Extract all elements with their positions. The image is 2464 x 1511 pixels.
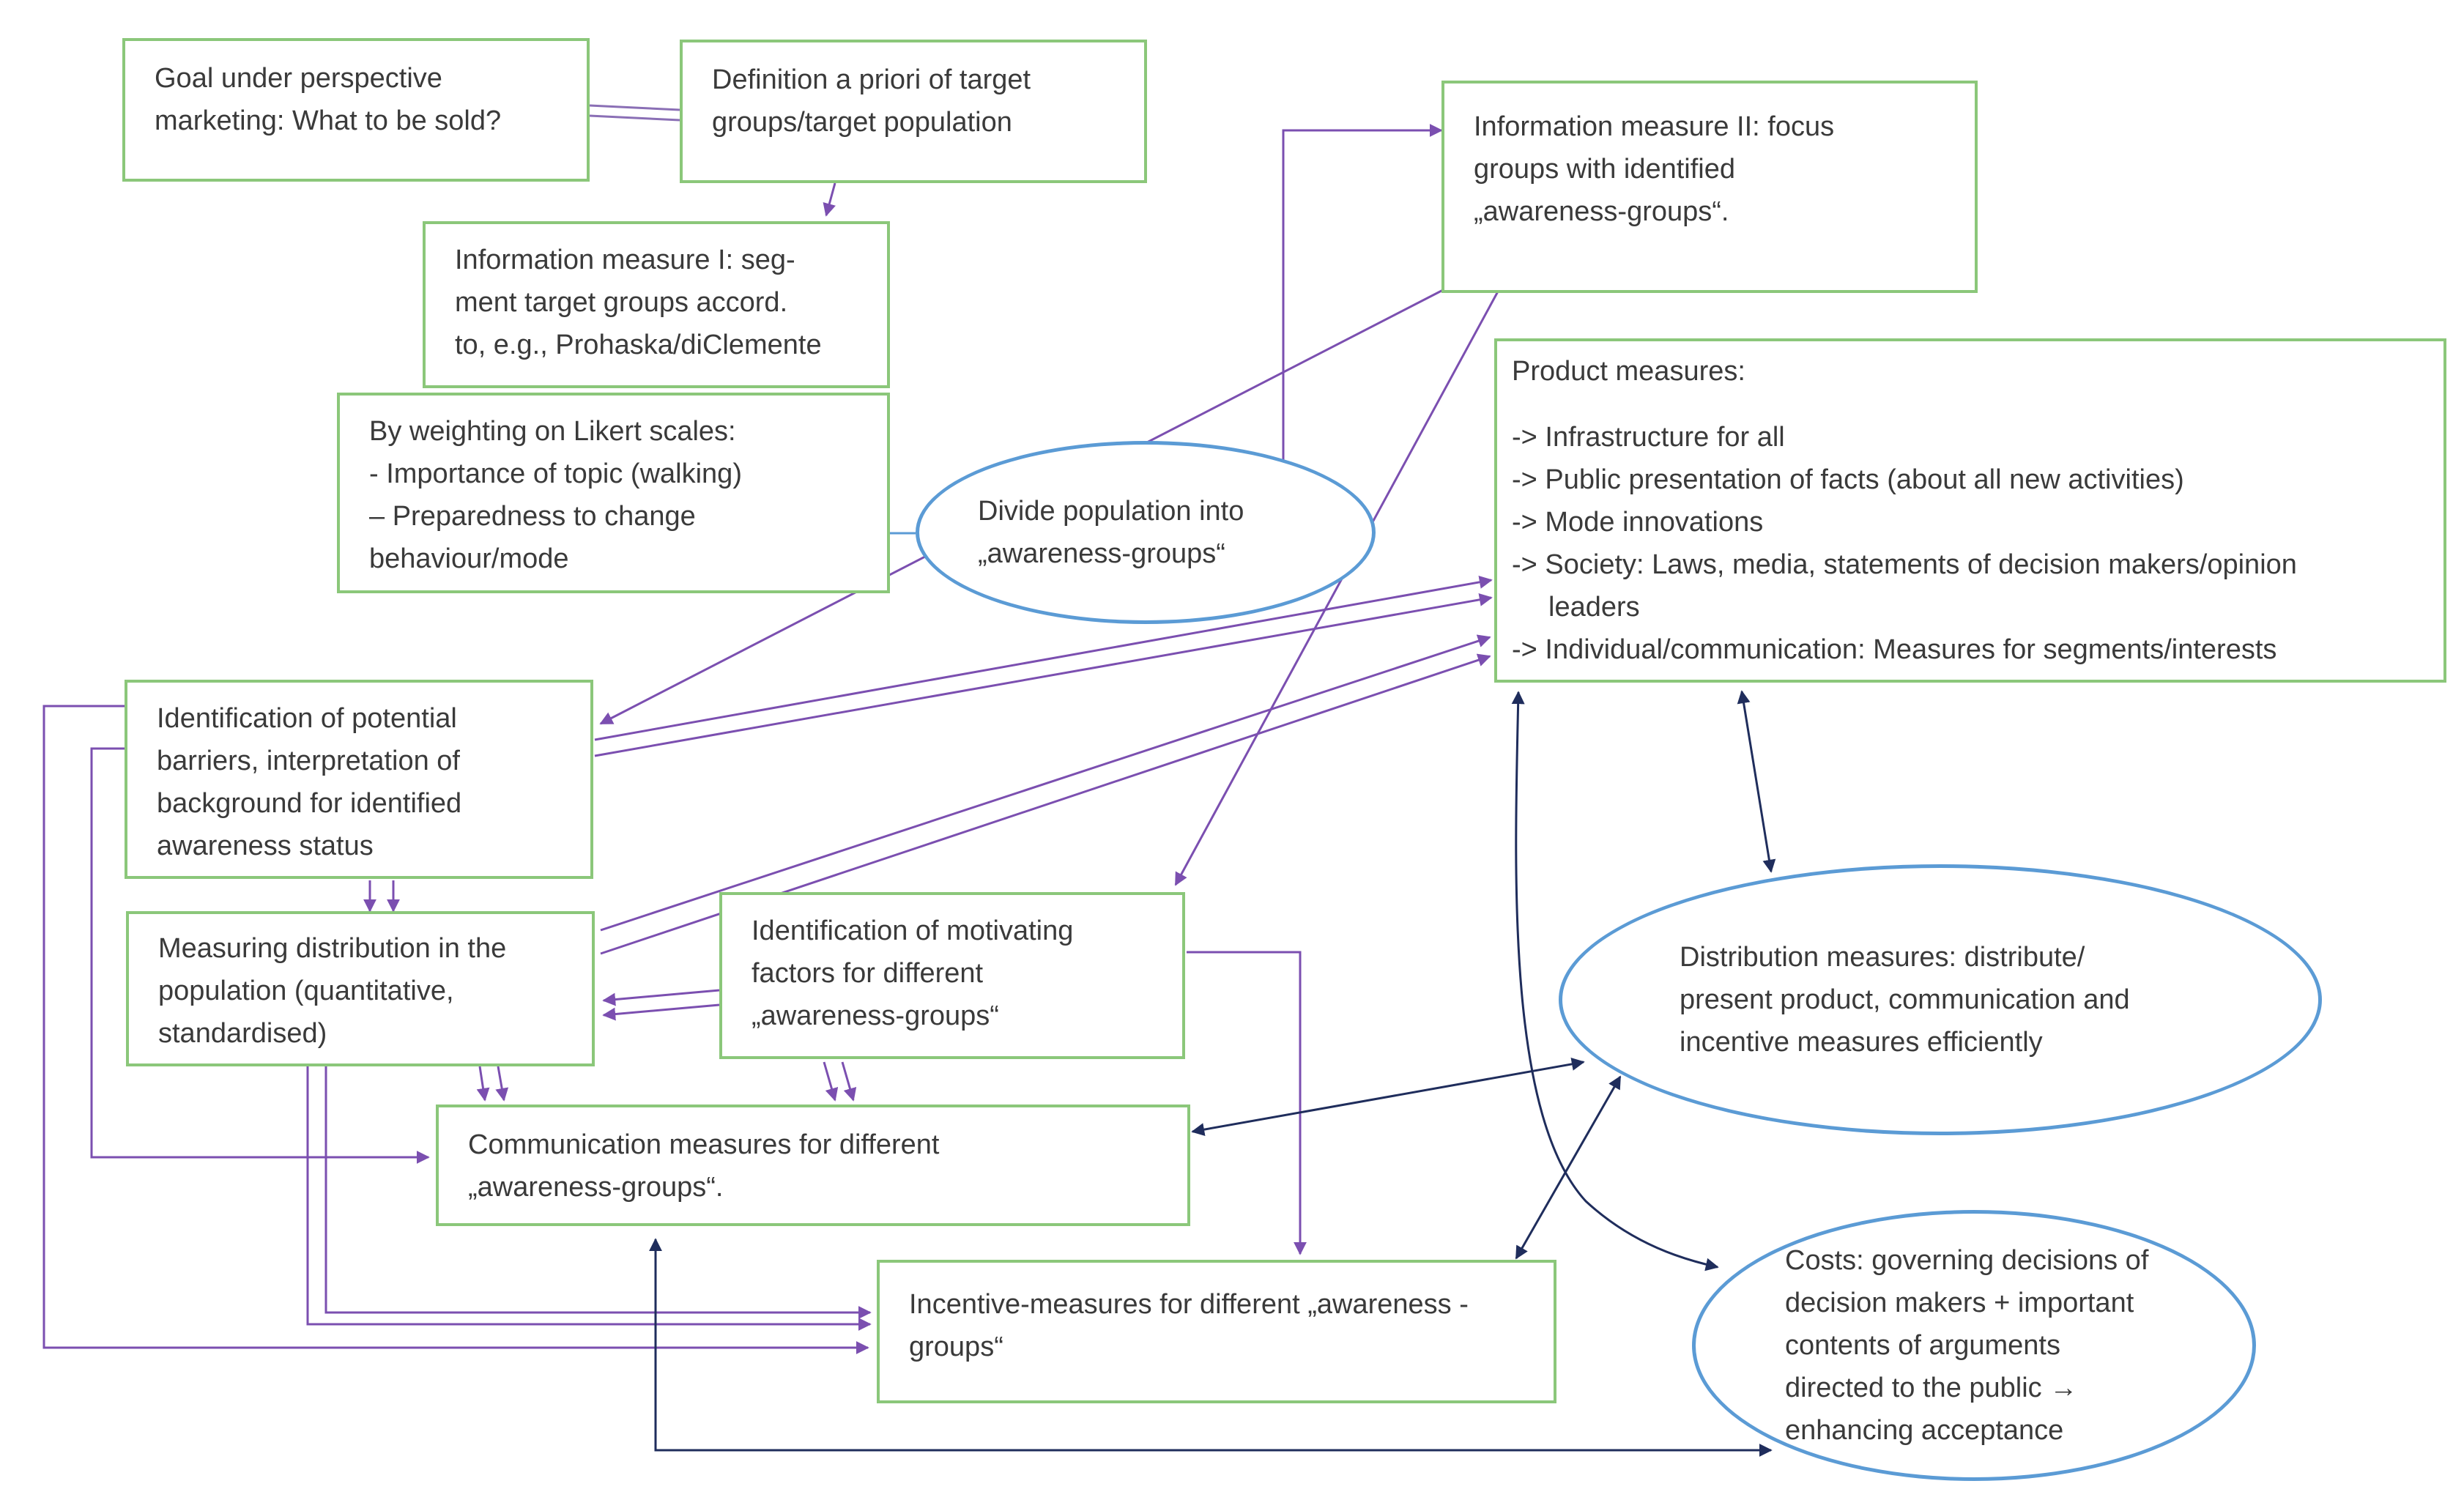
arrow-barriers-to-incentive <box>42 705 869 1354</box>
weighting-line-1: By weighting on Likert scales: <box>369 416 736 447</box>
barriers-line-1: Identification of potential <box>157 703 457 734</box>
arrow-barriers-to-product <box>594 575 1493 757</box>
distribution-measures-ellipse: Distribution measures: distribute/ prese… <box>1559 864 2322 1135</box>
costs-ellipse: Costs: governing decisions of decision m… <box>1692 1210 2256 1481</box>
definition-box: Definition a priori of target groups/tar… <box>680 40 1147 183</box>
arrow-divide-to-info2 <box>1282 124 1443 469</box>
arrow-communication-costs <box>649 1238 1773 1457</box>
info2-line-2: groups with identified <box>1474 154 1735 185</box>
arrow-product-distribution <box>1737 690 1776 873</box>
barriers-line-4: awareness status <box>157 831 374 861</box>
arrow-info2-to-motivating <box>1174 291 1499 886</box>
arrow-motivating-to-measuring <box>602 989 720 1021</box>
product-line-8: -> Individual/communication: Measures fo… <box>1512 634 2277 665</box>
arrow-motivating-to-incentive <box>1187 951 1307 1255</box>
weighting-line-3: – Preparedness to change <box>369 501 696 532</box>
arrow-barriers-to-communication <box>90 747 430 1164</box>
communication-line-2: „awareness-groups“. <box>468 1172 724 1203</box>
barriers-line-2: barriers, interpretation of <box>157 746 460 776</box>
product-line-3: -> Infrastructure for all <box>1512 422 1785 453</box>
motivating-box: Identification of motivating factors for… <box>719 892 1185 1059</box>
motivating-line-2: factors for different <box>752 958 984 989</box>
measuring-line-2: population (quantitative, <box>158 976 454 1006</box>
info-measure-1-box: Information measure I: seg- ment target … <box>423 221 890 388</box>
arrow-definition-to-info1 <box>823 182 836 217</box>
divide-line-2: „awareness-groups“ <box>978 538 1225 569</box>
distribution-line-3: incentive measures efficiently <box>1680 1027 2043 1058</box>
arrow-distribution-communication <box>1191 1057 1585 1137</box>
barriers-line-3: background for identified <box>157 788 462 819</box>
divide-population-ellipse: Divide population into „awareness-groups… <box>916 441 1376 624</box>
info1-line-1: Information measure I: seg- <box>455 245 795 275</box>
product-line-7: leaders <box>1548 592 1640 623</box>
definition-line-2: groups/target population <box>712 107 1012 138</box>
product-line-5: -> Mode innovations <box>1512 507 1764 538</box>
distribution-line-1: Distribution measures: distribute/ <box>1680 942 2085 973</box>
info2-line-1: Information measure II: focus <box>1474 111 1835 142</box>
barriers-box: Identification of potential barriers, in… <box>125 680 593 879</box>
costs-line-5: enhancing acceptance <box>1785 1415 2064 1446</box>
costs-line-2: decision makers + important <box>1785 1288 2134 1318</box>
product-line-6: -> Society: Laws, media, statements of d… <box>1512 549 2297 580</box>
costs-line-1: Costs: governing decisions of <box>1785 1245 2149 1276</box>
communication-line-1: Communication measures for different <box>468 1129 940 1160</box>
measuring-line-3: standardised) <box>158 1018 327 1049</box>
arrow-motivating-to-communication <box>823 1061 857 1102</box>
weighting-box: By weighting on Likert scales: - Importa… <box>337 393 890 593</box>
costs-line-3: contents of arguments <box>1785 1330 2060 1361</box>
info-measure-2-box: Information measure II: focus groups wit… <box>1441 81 1978 293</box>
divide-line-1: Divide population into <box>978 496 1244 527</box>
incentive-line-1: Incentive-measures for different „awaren… <box>909 1289 1469 1320</box>
product-line-1: Product measures: <box>1512 356 1745 387</box>
arrow-barriers-to-measuring <box>363 880 400 913</box>
costs-line-4: directed to the public → <box>1785 1373 2078 1403</box>
info1-line-2: ment target groups accord. <box>455 287 788 318</box>
incentive-box: Incentive-measures for different „awaren… <box>877 1260 1556 1403</box>
arrow-distribution-incentive <box>1515 1075 1622 1260</box>
definition-line-1: Definition a priori of target <box>712 64 1031 95</box>
info1-line-3: to, e.g., Prohaska/diClemente <box>455 330 822 360</box>
product-line-2 <box>1512 393 2429 416</box>
goal-definition-connector <box>589 104 680 122</box>
goal-line-2: marketing: What to be sold? <box>155 105 502 136</box>
communication-box: Communication measures for different „aw… <box>436 1105 1190 1226</box>
motivating-line-1: Identification of motivating <box>752 916 1074 946</box>
product-line-4: -> Public presentation of facts (about a… <box>1512 464 2184 495</box>
measuring-line-1: Measuring distribution in the <box>158 933 507 964</box>
info2-line-3: „awareness-groups“. <box>1474 196 1729 227</box>
weighting-line-4: behaviour/mode <box>369 543 569 574</box>
arrow-measuring-to-communication <box>476 1066 509 1102</box>
goal-line-1: Goal under perspective <box>155 63 442 94</box>
measuring-box: Measuring distribution in the population… <box>126 911 595 1066</box>
incentive-line-2: groups“ <box>909 1332 1003 1362</box>
motivating-line-3: „awareness-groups“ <box>752 1000 999 1031</box>
distribution-line-2: present product, communication and <box>1680 984 2130 1015</box>
goal-box: Goal under perspective marketing: What t… <box>122 38 590 182</box>
weighting-line-2: - Importance of topic (walking) <box>369 459 742 489</box>
product-measures-box: Product measures: -> Infrastructure for … <box>1494 338 2446 683</box>
